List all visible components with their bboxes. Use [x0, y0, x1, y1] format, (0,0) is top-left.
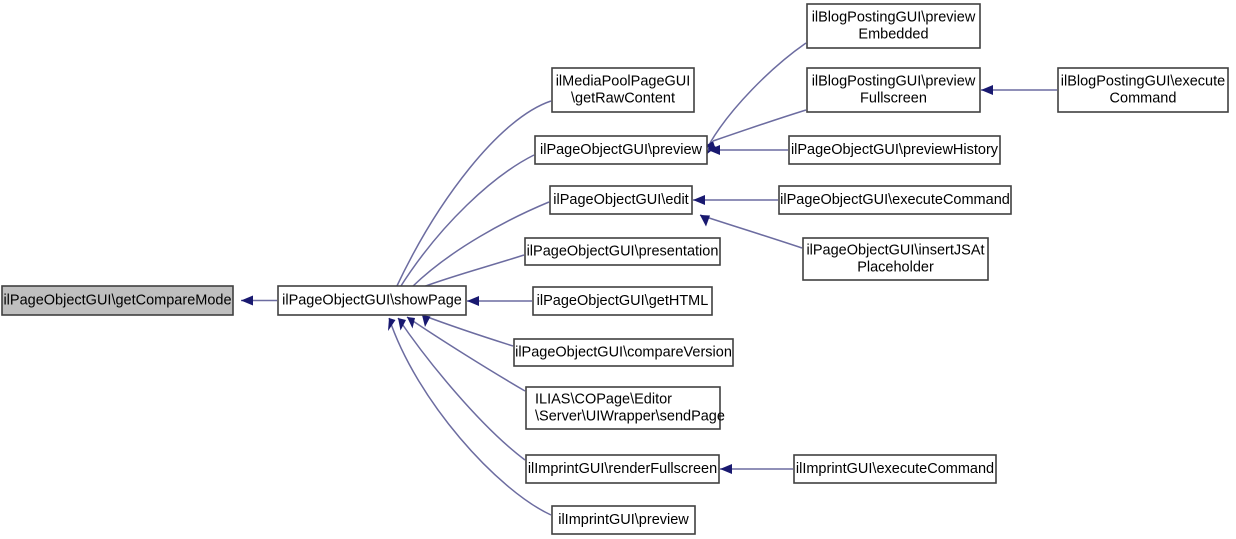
node-label: ilPageObjectGUI\previewHistory — [791, 142, 999, 158]
graph-edge — [397, 317, 526, 461]
edge-path — [712, 109, 807, 142]
graph-node-previewHistory[interactable]: ilPageObjectGUI\previewHistory — [788, 135, 1001, 165]
graph-node-getCompareMode[interactable]: ilPageObjectGUI\getCompareMode — [1, 285, 234, 316]
graph-edge — [981, 85, 1057, 95]
graph-node-getRawContent[interactable]: ilMediaPoolPageGUI\getRawContent — [551, 67, 695, 113]
node-label: ilBlogPostingGUI\preview — [812, 73, 976, 89]
nodes-layer: ilPageObjectGUI\getCompareMode ilPageObje… — [1, 3, 1229, 535]
graph-edge — [392, 100, 552, 303]
graph-node-blogExecuteCommand[interactable]: ilBlogPostingGUI\executeCommand — [1057, 67, 1229, 113]
graph-edge — [699, 214, 803, 249]
edge-path — [411, 201, 550, 288]
edge-arrowhead-icon — [467, 296, 479, 306]
node-label: ILIAS\COPage\Editor — [535, 391, 672, 407]
node-box[interactable] — [1, 285, 234, 316]
edge-arrowhead-icon — [398, 318, 406, 331]
node-box[interactable] — [551, 505, 696, 535]
graph-node-imprintPreview[interactable]: ilImprintGUI\preview — [551, 505, 696, 535]
node-label: ilBlogPostingGUI\preview — [812, 9, 976, 25]
node-box[interactable] — [549, 185, 693, 215]
edge-arrowhead-icon — [720, 464, 732, 474]
graph-edge — [467, 296, 532, 306]
node-label: ilPageObjectGUI\executeCommand — [780, 192, 1010, 208]
graph-edge — [421, 314, 514, 347]
node-label: Command — [1110, 90, 1177, 106]
graph-edge — [720, 464, 793, 474]
graph-node-renderFullscreen[interactable]: ilImprintGUI\renderFullscreen — [525, 454, 720, 484]
graph-node-sendPage[interactable]: ILIAS\COPage\Editor\Server\UIWrapper\sen… — [525, 386, 725, 430]
edge-arrowhead-icon — [241, 295, 253, 306]
node-box[interactable] — [534, 135, 708, 165]
graph-node-compareVersion[interactable]: ilPageObjectGUI\compareVersion — [513, 338, 734, 367]
node-label: Embedded — [858, 26, 928, 42]
node-box[interactable] — [513, 338, 734, 367]
node-label: ilPageObjectGUI\compareVersion — [515, 344, 732, 360]
node-box[interactable] — [551, 67, 695, 113]
node-label: Fullscreen — [860, 90, 927, 106]
graph-edge — [241, 295, 277, 306]
edge-arrowhead-icon — [708, 145, 720, 155]
node-label: ilPageObjectGUI\getHTML — [537, 293, 709, 309]
node-box[interactable] — [277, 285, 467, 316]
node-label: ilImprintGUI\preview — [558, 512, 689, 528]
node-label: ilPageObjectGUI\showPage — [282, 292, 462, 308]
edge-arrowhead-icon — [700, 215, 710, 227]
edge-arrowhead-icon — [422, 315, 431, 327]
node-label: ilPageObjectGUI\edit — [553, 192, 688, 208]
node-box[interactable] — [525, 454, 720, 484]
graph-edge — [693, 195, 778, 205]
edge-path — [709, 42, 807, 144]
edge-path — [422, 254, 525, 288]
node-box[interactable] — [532, 286, 713, 316]
graph-edge — [406, 316, 526, 392]
node-label: ilImprintGUI\renderFullscreen — [528, 461, 717, 477]
node-box[interactable] — [524, 237, 721, 266]
edge-path — [398, 154, 535, 290]
edge-arrowhead-icon — [388, 318, 396, 331]
edge-path — [388, 317, 552, 516]
node-box[interactable] — [525, 386, 721, 430]
node-label: ilPageObjectGUI\insertJSAt — [806, 242, 984, 258]
edge-path — [421, 314, 514, 347]
graph-node-pageExecuteCommand[interactable]: ilPageObjectGUI\executeCommand — [778, 185, 1012, 215]
node-label: ilImprintGUI\executeCommand — [796, 461, 994, 477]
edge-arrowhead-icon — [693, 195, 705, 205]
node-label: ilMediaPoolPageGUI — [556, 73, 691, 89]
node-label: ilPageObjectGUI\getCompareMode — [3, 292, 231, 308]
node-box[interactable] — [806, 3, 981, 49]
graph-edge — [393, 154, 535, 301]
graph-node-showPage[interactable]: ilPageObjectGUI\showPage — [277, 285, 467, 316]
graph-node-getHTML[interactable]: ilPageObjectGUI\getHTML — [532, 286, 713, 316]
node-box[interactable] — [1057, 67, 1229, 113]
node-label: ilPageObjectGUI\presentation — [527, 243, 719, 259]
node-box[interactable] — [778, 185, 1012, 215]
graph-node-preview[interactable]: ilPageObjectGUI\preview — [534, 135, 708, 165]
graph-node-presentation[interactable]: ilPageObjectGUI\presentation — [524, 237, 721, 266]
node-box[interactable] — [788, 135, 1001, 165]
graph-edge — [388, 317, 552, 516]
edge-arrowhead-icon — [407, 317, 415, 329]
node-label: ilPageObjectGUI\preview — [540, 142, 703, 158]
node-label: \Server\UIWrapper\sendPage — [535, 408, 725, 424]
node-label: ilBlogPostingGUI\execute — [1061, 73, 1225, 89]
node-label: Placeholder — [857, 259, 934, 275]
edge-path — [406, 316, 526, 392]
node-box[interactable] — [793, 454, 997, 484]
node-box[interactable] — [806, 67, 981, 113]
node-box[interactable] — [802, 237, 989, 281]
graph-node-imprintExecuteCommand[interactable]: ilImprintGUI\executeCommand — [793, 454, 997, 484]
edge-path — [394, 100, 552, 291]
graph-node-edit[interactable]: ilPageObjectGUI\edit — [549, 185, 693, 215]
edge-path — [397, 317, 526, 461]
graph-edge — [708, 145, 788, 155]
node-label: \getRawContent — [571, 90, 675, 106]
edge-arrowhead-icon — [981, 85, 993, 95]
